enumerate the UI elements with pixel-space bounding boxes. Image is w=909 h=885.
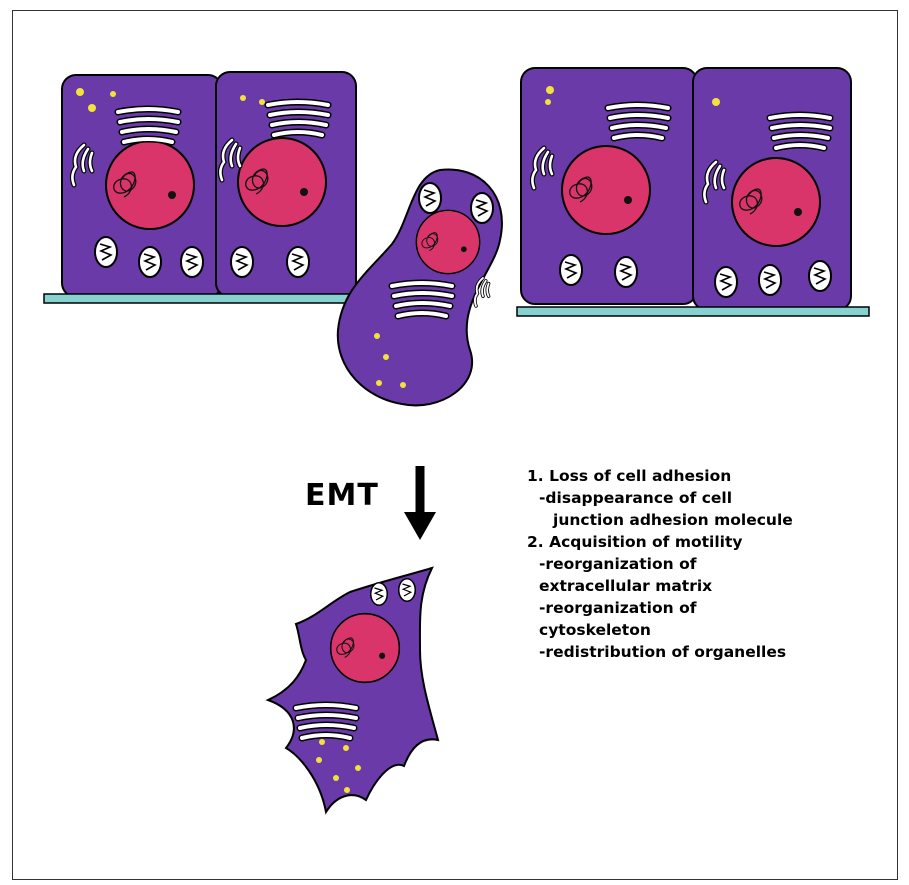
emt-arrow-head: [404, 512, 436, 540]
emt-label: EMT: [305, 478, 379, 513]
step-1-heading: 1. Loss of cell adhesion: [527, 465, 887, 487]
step-1-detail: -disappearance of cell: [527, 487, 887, 509]
step-2-detail: cytoskeleton: [527, 619, 887, 641]
step-2-detail: -redistribution of organelles: [527, 641, 887, 663]
step-2-heading: 2. Acquisition of motility: [527, 531, 887, 553]
emt-steps-list: 1. Loss of cell adhesion -disappearance …: [527, 465, 887, 663]
step-1-detail: junction adhesion molecule: [527, 509, 887, 531]
step-2-detail: -reorganization of: [527, 597, 887, 619]
step-2-detail: extracellular matrix: [527, 575, 887, 597]
migratory-cell: [268, 568, 438, 812]
basement-membrane-right: [517, 307, 869, 316]
step-2-detail: -reorganization of: [527, 553, 887, 575]
basement-membrane-left: [44, 294, 360, 303]
